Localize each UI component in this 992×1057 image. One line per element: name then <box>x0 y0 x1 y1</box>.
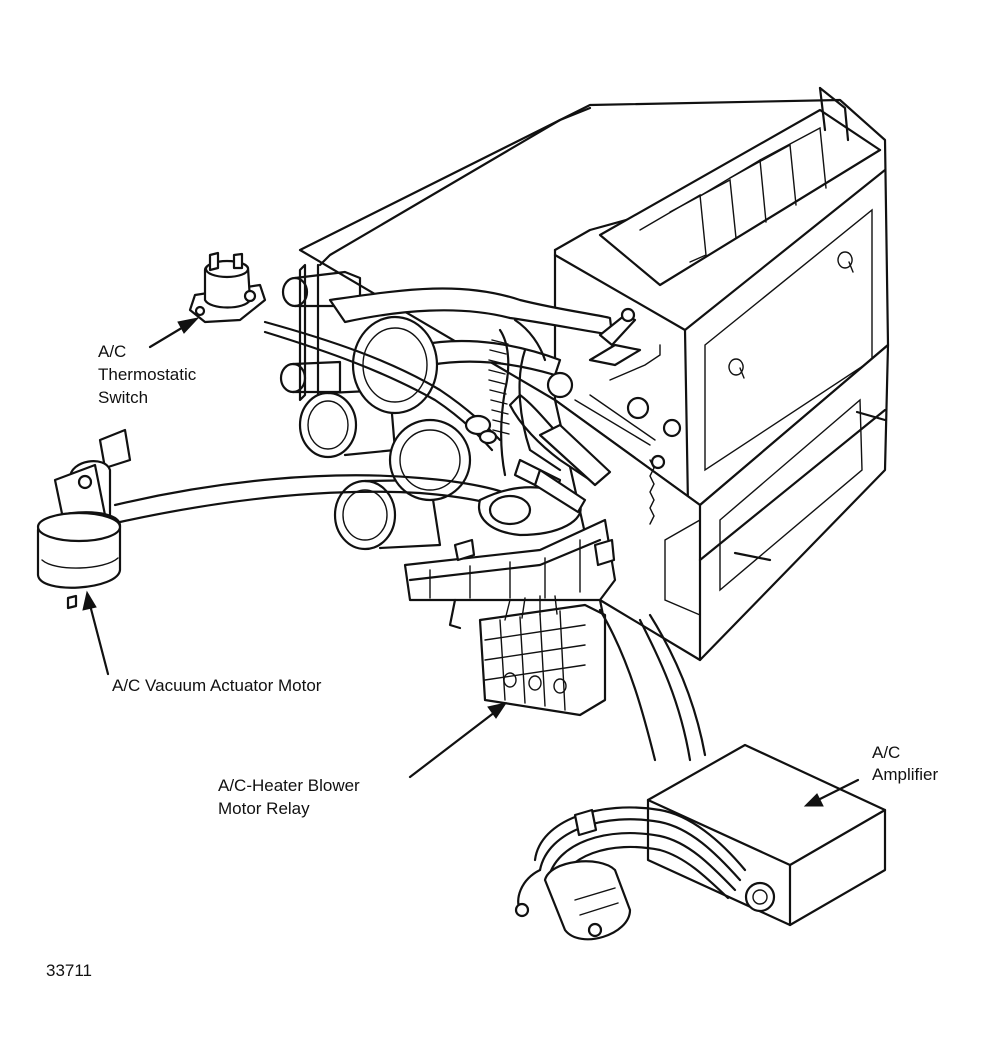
blower-motor-relay <box>478 595 607 717</box>
thermostatic-switch-label-2: Thermostatic <box>98 365 197 384</box>
thermostatic-switch <box>188 251 267 324</box>
amplifier-wiring <box>598 608 707 762</box>
blower-relay-label-1: A/C-Heater Blower <box>218 776 360 795</box>
thermostatic-switch-label-1: A/C <box>98 342 127 361</box>
vacuum-actuator-motor <box>36 428 132 610</box>
vacuum-actuator-label: A/C Vacuum Actuator Motor <box>112 676 322 695</box>
thermostatic-switch-label-3: Switch <box>98 388 149 407</box>
amplifier-label-1: A/C <box>872 743 901 762</box>
figure-number: 33711 <box>46 961 93 980</box>
heater-pipes <box>279 263 614 551</box>
relay-bracket <box>403 518 617 632</box>
ac-amplifier <box>514 743 887 941</box>
hoses-and-linkage <box>113 307 682 537</box>
amplifier-label-2: Amplifier <box>872 765 939 784</box>
leader-arrows <box>82 317 860 807</box>
blower-relay-label-2: Motor Relay <box>218 799 310 818</box>
